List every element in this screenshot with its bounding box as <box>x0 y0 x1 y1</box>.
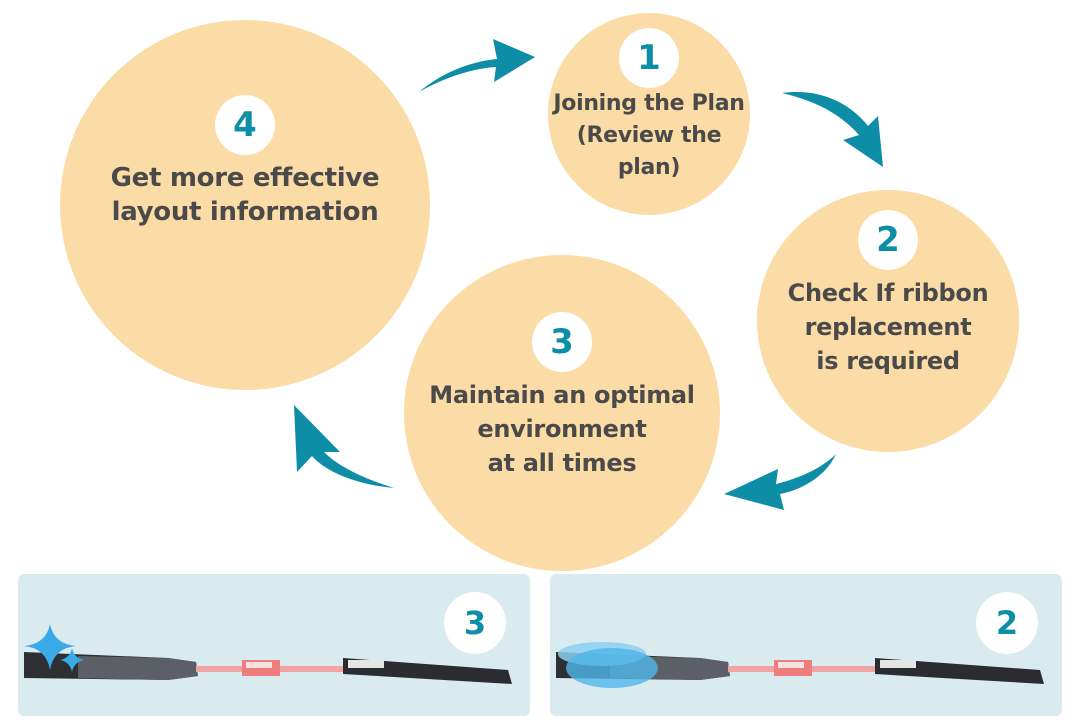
curved-arrow-icon <box>782 92 883 167</box>
curved-arrow-icon <box>419 39 535 92</box>
step-3-label: Maintain an optimal environment at all t… <box>429 381 695 477</box>
ribbon-cable-liquid-icon <box>556 642 1044 688</box>
step-2-number-badge: 2 <box>858 210 918 270</box>
step-3-number-badge: 3 <box>532 312 592 372</box>
arrow-4-to-1 <box>419 39 535 92</box>
step-4-circle: 4 Get more effective layout information <box>60 20 430 390</box>
illustration-panel-sparkle: 3 <box>18 574 530 716</box>
curved-arrow-icon <box>294 405 394 488</box>
panel-number-badge: 3 <box>444 592 506 654</box>
step-4-label: Get more effective layout information <box>110 163 380 227</box>
step-4-number-badge: 4 <box>215 95 275 155</box>
step-1-number-badge: 1 <box>619 28 679 88</box>
arrow-3-to-4 <box>294 405 394 488</box>
ribbon-cable-clean-icon <box>24 624 512 684</box>
step-2-label: Check If ribbon replacement is required <box>787 279 989 375</box>
illustration-panel-liquid: 2 <box>550 574 1062 716</box>
arrow-1-to-2 <box>782 92 883 167</box>
panel-number-badge: 2 <box>976 592 1038 654</box>
step-1-circle: 1 Joining the Plan (Review the plan) <box>548 13 750 215</box>
arrow-2-to-3 <box>724 454 836 510</box>
step-2-circle: 2 Check If ribbon replacement is require… <box>757 190 1019 452</box>
step-1-label: Joining the Plan (Review the plan) <box>553 91 745 180</box>
curved-arrow-icon <box>724 454 836 510</box>
step-3-circle: 3 Maintain an optimal environment at all… <box>404 255 720 571</box>
